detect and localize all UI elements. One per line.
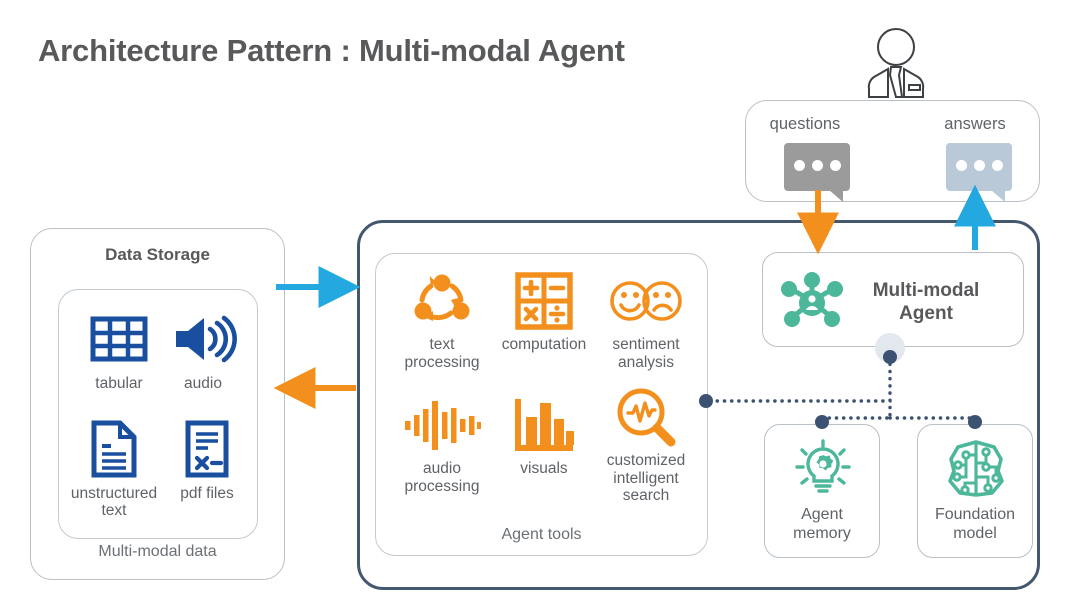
tool-label: computation <box>501 336 587 353</box>
bubble-tail <box>991 190 1005 202</box>
data-item-audio[interactable]: audio <box>151 308 255 392</box>
person-suit-icon <box>867 28 925 98</box>
tool-customized-intelligent-search[interactable]: customized intelligent search <box>592 386 700 505</box>
tool-sentiment-analysis[interactable]: sentiment analysis <box>592 270 700 371</box>
questions-label: questions <box>769 115 841 133</box>
data-item-label: audio <box>184 375 222 392</box>
agent-tools-card: text processing comput <box>375 253 708 556</box>
brain-circuit-icon <box>944 437 1008 499</box>
tool-text-processing[interactable]: text processing <box>388 270 496 371</box>
foundation-model-box[interactable]: Foundation model <box>917 424 1033 558</box>
tool-label: visuals <box>520 460 568 477</box>
data-storage-panel: Data Storage tabular <box>30 228 285 580</box>
lightbulb-gear-icon <box>793 439 853 499</box>
agent-tools-footer: Agent tools <box>501 526 582 543</box>
tool-audio-processing[interactable]: audio processing <box>388 394 496 495</box>
answers-bubble-icon <box>946 143 1012 202</box>
tool-label: text processing <box>404 336 480 371</box>
tool-label: sentiment analysis <box>612 336 680 371</box>
calculator-icon <box>490 270 598 332</box>
bubble-tail <box>829 190 843 202</box>
user-icon-wrapper <box>858 25 934 99</box>
document-icon <box>62 418 166 480</box>
multi-modal-agent-title: Multi-modal Agent <box>872 280 980 324</box>
data-item-tabular[interactable]: tabular <box>67 308 171 392</box>
page-title: Architecture Pattern : Multi-modal Agent <box>38 33 625 68</box>
answers-label: answers <box>944 115 1006 133</box>
waveform-icon <box>388 394 496 456</box>
bubble-dots <box>784 160 850 171</box>
data-item-unstructured-text[interactable]: unstructured text <box>62 418 166 519</box>
agent-memory-label: Agent memory <box>793 506 851 542</box>
bubble-dots <box>946 160 1012 171</box>
foundation-model-label: Foundation model <box>934 506 1016 542</box>
data-item-label: pdf files <box>180 485 234 502</box>
tool-label: audio processing <box>404 460 480 495</box>
pdf-file-icon <box>155 418 259 480</box>
speaker-icon <box>151 308 255 370</box>
data-storage-footer: Multi-modal data <box>98 543 217 560</box>
bar-chart-icon <box>490 394 598 456</box>
multi-modal-agent-box[interactable]: Multi-modal Agent <box>762 252 1024 347</box>
emoji-faces-icon <box>592 270 700 332</box>
tool-computation[interactable]: computation <box>490 270 598 354</box>
data-storage-title: Data Storage <box>105 245 210 264</box>
tool-label: customized intelligent search <box>606 452 686 504</box>
multimodal-data-card: tabular audio <box>58 289 258 539</box>
table-grid-icon <box>67 308 171 370</box>
magnifier-pulse-icon <box>592 386 700 448</box>
data-item-pdf-files[interactable]: pdf files <box>155 418 259 502</box>
data-item-label: tabular <box>95 375 143 392</box>
questions-bubble-icon <box>784 143 850 202</box>
agent-memory-box[interactable]: Agent memory <box>764 424 880 558</box>
data-item-label: unstructured text <box>70 485 158 519</box>
tool-visuals[interactable]: visuals <box>490 394 598 478</box>
network-hub-person-icon <box>779 270 845 332</box>
cycle-nodes-icon <box>388 270 496 332</box>
